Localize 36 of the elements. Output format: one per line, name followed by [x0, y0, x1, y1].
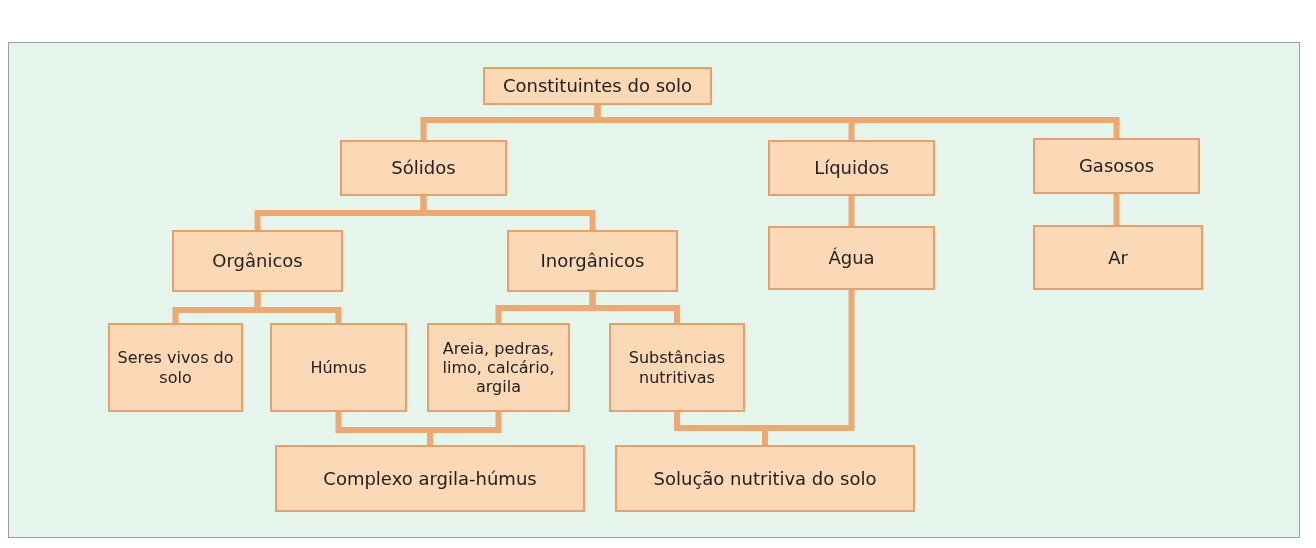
connector-line — [420, 196, 596, 230]
node-label: Húmus — [310, 357, 367, 378]
concept-box — [1033, 138, 1200, 194]
node-label: Solução nutritiva do solo — [653, 467, 877, 490]
concept-box — [1033, 225, 1203, 290]
node-label: Líquidos — [814, 157, 889, 179]
concept-box — [615, 445, 915, 512]
node-label: Água — [828, 247, 875, 269]
connector-line — [762, 290, 855, 445]
node-label: Ar — [1108, 246, 1128, 269]
concept-box — [768, 140, 935, 196]
concept-box — [340, 140, 507, 196]
node-label: Gasosos — [1078, 155, 1155, 177]
node-label: Seres vivos do solo — [116, 348, 235, 387]
concept-box — [275, 445, 585, 512]
concept-box — [768, 226, 935, 290]
node-label: Areia, pedras, limo, calcário, argila — [441, 338, 556, 397]
connector-line — [427, 412, 502, 445]
node-label: Complexo argila-húmus — [323, 467, 537, 490]
node-label: Orgânicos — [212, 250, 303, 272]
concept-box — [270, 323, 407, 412]
connector-line — [589, 292, 680, 323]
node-label: Sólidos — [391, 157, 456, 179]
concept-box — [108, 323, 243, 412]
node-label: Constituintes do solo — [502, 75, 693, 97]
connector-line — [254, 292, 342, 323]
connector-line — [848, 196, 855, 226]
node-label: Substâncias nutritivas — [627, 348, 727, 387]
node-label: Inorgânicos — [540, 250, 645, 272]
concept-box — [172, 230, 343, 292]
connector-line — [1113, 194, 1120, 225]
concept-box — [427, 323, 570, 412]
concept-box — [609, 323, 745, 412]
concept-box — [507, 230, 678, 292]
concept-box — [483, 67, 712, 105]
connector-line — [594, 105, 1120, 138]
